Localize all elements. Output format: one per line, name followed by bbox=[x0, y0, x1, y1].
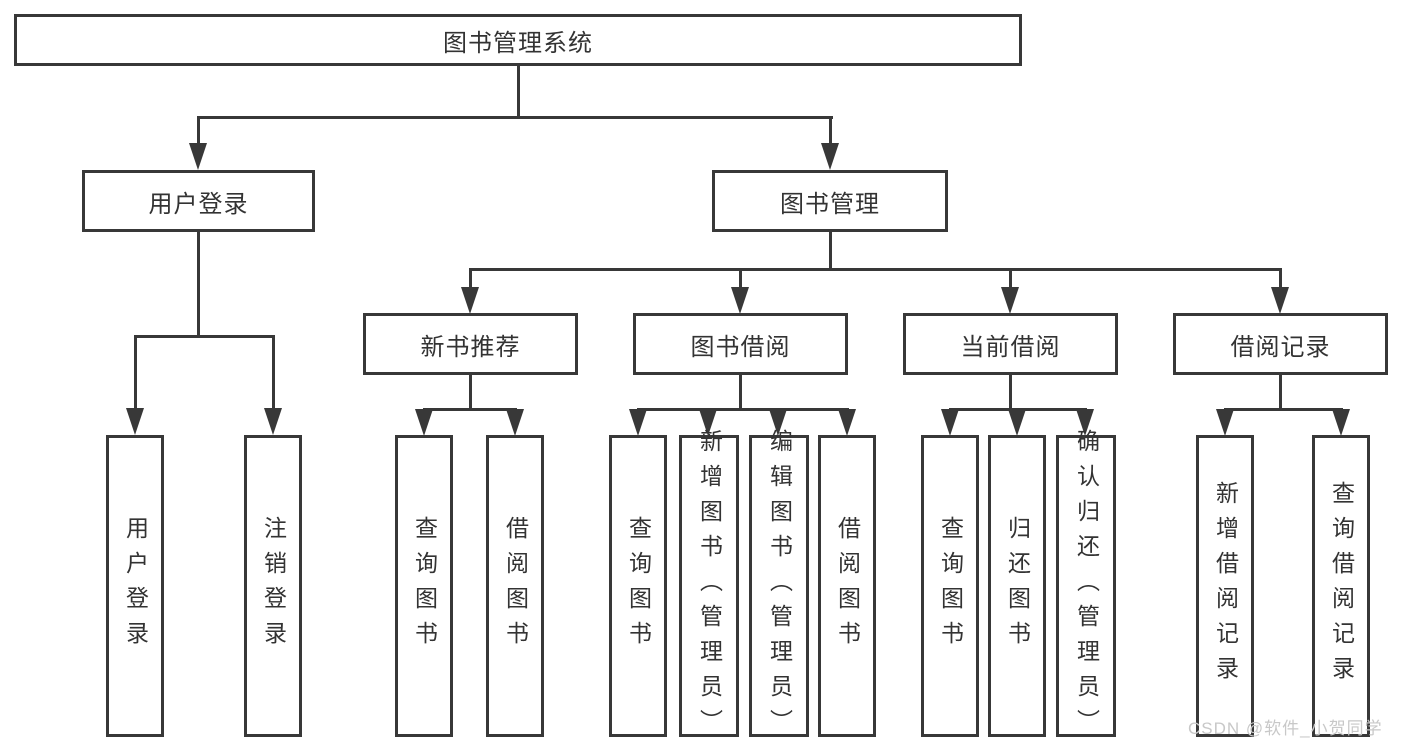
node-root-library-management-system: 图书管理系统 bbox=[14, 14, 1022, 66]
arrowhead-book-management bbox=[821, 143, 839, 170]
leaf-return-book: 归还图书 bbox=[988, 435, 1046, 737]
edge-root-trunk bbox=[517, 66, 520, 116]
edge-user-login-split bbox=[134, 335, 275, 338]
edge-level2-split bbox=[197, 116, 833, 119]
arrowhead-borrow-books-1 bbox=[506, 409, 524, 436]
node-user-login: 用户登录 bbox=[82, 170, 315, 232]
leaf-user-login: 用户登录 bbox=[106, 435, 164, 737]
arrowhead-query-books-2 bbox=[629, 409, 647, 436]
edge-borrow-records-trunk bbox=[1279, 375, 1282, 408]
arrowhead-new-book-recommend bbox=[461, 287, 479, 314]
edge-to-borrow-records bbox=[1279, 268, 1282, 290]
leaf-query-books-2: 查询图书 bbox=[609, 435, 667, 737]
edge-to-current-borrow bbox=[1009, 268, 1012, 290]
node-current-borrow: 当前借阅 bbox=[903, 313, 1118, 375]
leaf-confirm-return-admin: 确认归还（管理员） bbox=[1056, 429, 1116, 744]
arrowhead-current-borrow bbox=[1001, 287, 1019, 314]
edge-book-management-trunk bbox=[829, 232, 832, 268]
leaf-add-book-admin: 新增图书（管理员） bbox=[679, 429, 739, 744]
edge-book-borrow-trunk bbox=[739, 375, 742, 408]
node-book-management: 图书管理 bbox=[712, 170, 948, 232]
edge-to-new-book-recommend bbox=[469, 268, 472, 290]
leaf-logout: 注销登录 bbox=[244, 435, 302, 737]
arrowhead-leaf-user-login bbox=[126, 408, 144, 435]
edge-to-book-management bbox=[829, 116, 832, 146]
arrowhead-query-books-1 bbox=[415, 409, 433, 436]
edge-borrow-records-split bbox=[1224, 408, 1343, 411]
edge-user-login-trunk bbox=[197, 232, 200, 335]
leaf-query-books-3: 查询图书 bbox=[921, 435, 979, 737]
leaf-borrow-books-1: 借阅图书 bbox=[486, 435, 544, 737]
leaf-query-books-1: 查询图书 bbox=[395, 435, 453, 737]
leaf-add-borrow-record: 新增借阅记录 bbox=[1196, 435, 1254, 737]
leaf-borrow-books-2: 借阅图书 bbox=[818, 435, 876, 737]
edge-to-leaf-logout bbox=[272, 335, 275, 411]
arrowhead-book-borrow bbox=[731, 287, 749, 314]
arrowhead-leaf-logout bbox=[264, 408, 282, 435]
edge-current-borrow-trunk bbox=[1009, 375, 1012, 408]
edge-to-leaf-user-login bbox=[134, 335, 137, 411]
edge-level3-split bbox=[469, 268, 1282, 271]
edge-to-user-login bbox=[197, 116, 200, 146]
edge-new-book-recommend-trunk bbox=[469, 375, 472, 408]
node-new-book-recommend: 新书推荐 bbox=[363, 313, 578, 375]
arrowhead-add-book-admin bbox=[699, 409, 717, 436]
arrowhead-return-book bbox=[1008, 409, 1026, 436]
arrowhead-borrow-books-2 bbox=[838, 409, 856, 436]
arrowhead-query-borrow-record bbox=[1332, 409, 1350, 436]
node-borrow-records: 借阅记录 bbox=[1173, 313, 1388, 375]
edge-to-book-borrow bbox=[739, 268, 742, 290]
edge-new-book-recommend-split bbox=[423, 408, 517, 411]
leaf-edit-book-admin: 编辑图书（管理员） bbox=[749, 429, 809, 744]
arrowhead-borrow-records bbox=[1271, 287, 1289, 314]
leaf-query-borrow-record: 查询借阅记录 bbox=[1312, 435, 1370, 737]
arrowhead-edit-book-admin bbox=[769, 409, 787, 436]
arrowhead-confirm-return-admin bbox=[1076, 409, 1094, 436]
arrowhead-query-books-3 bbox=[941, 409, 959, 436]
edge-book-borrow-split bbox=[637, 408, 849, 411]
csdn-watermark: CSDN @软件_小贺同学 bbox=[1188, 719, 1383, 738]
node-book-borrow: 图书借阅 bbox=[633, 313, 848, 375]
arrowhead-user-login bbox=[189, 143, 207, 170]
arrowhead-add-borrow-record bbox=[1216, 409, 1234, 436]
